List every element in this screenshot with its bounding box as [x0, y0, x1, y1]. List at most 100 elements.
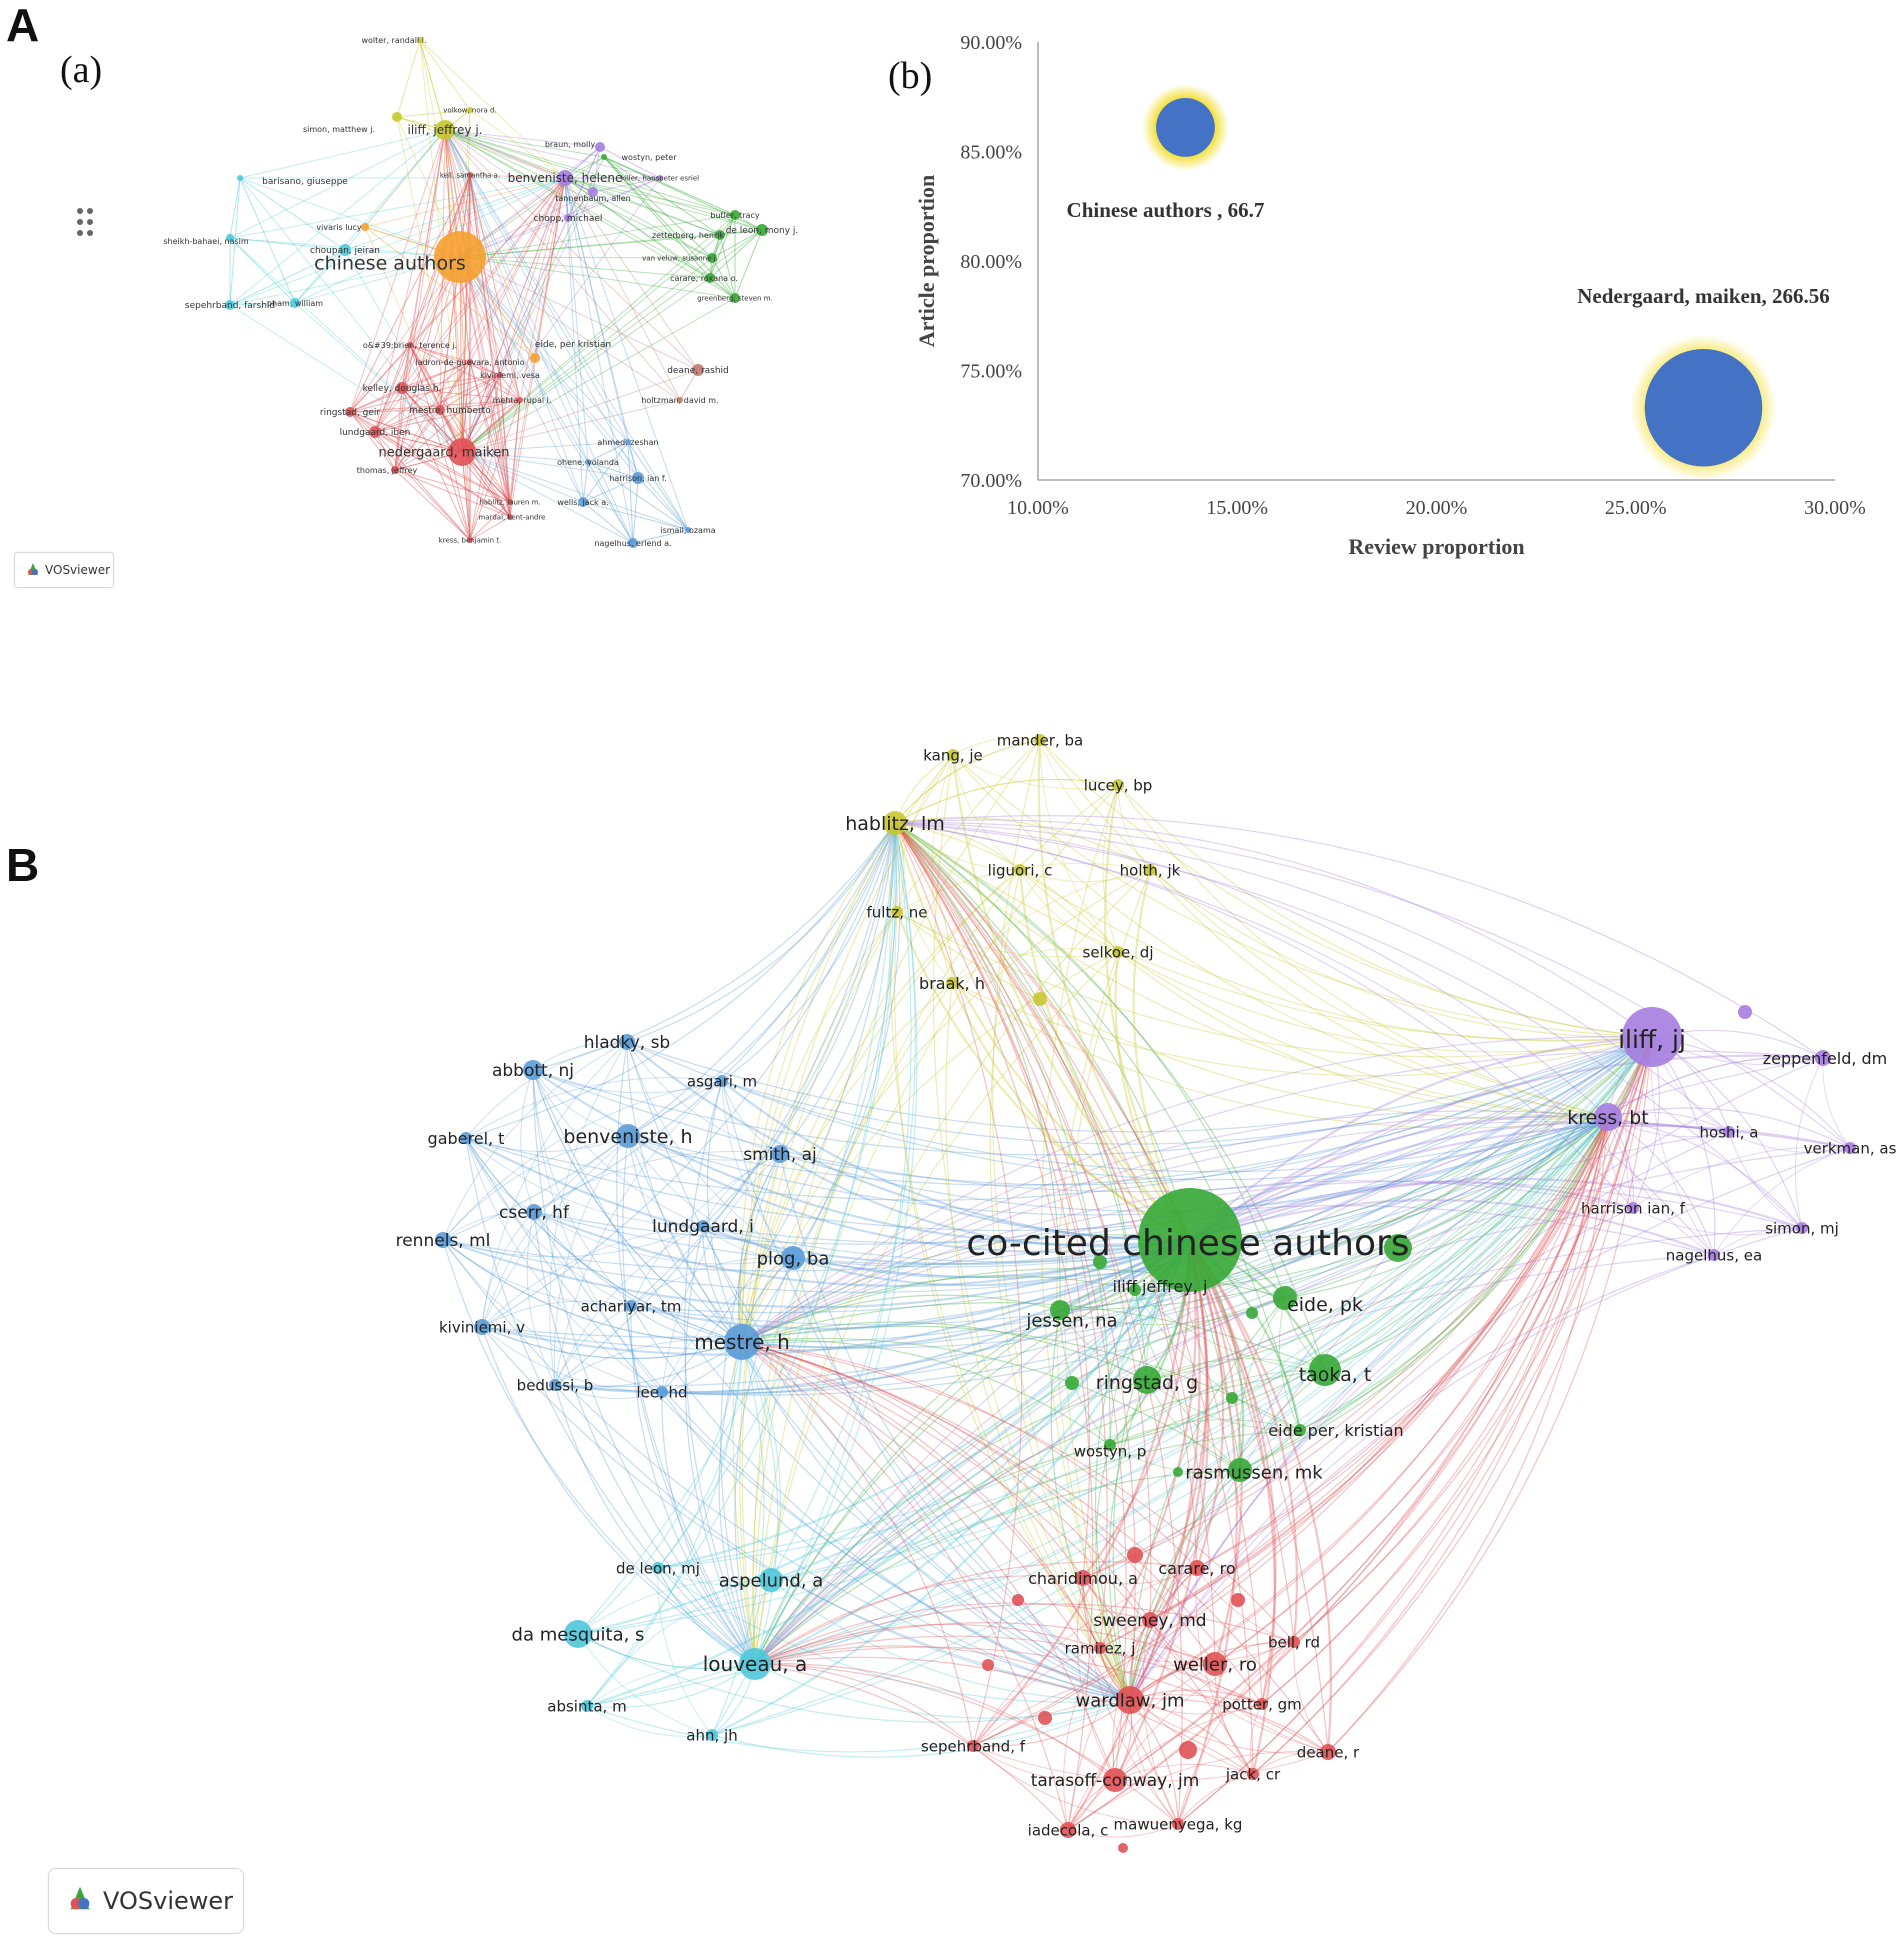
network-a-link-11 — [461, 357, 536, 453]
network-b-link-252 — [532, 822, 896, 1071]
network-a-link-24 — [396, 39, 421, 118]
network-b-link-441 — [711, 822, 912, 1736]
network-b-link-579 — [894, 822, 1094, 1831]
network-a-link-152 — [461, 361, 471, 453]
network-b-link-519 — [1129, 1239, 1208, 1701]
node-b-ahn-jh — [706, 1729, 718, 1741]
network-b-link-179 — [1607, 1056, 1824, 1118]
network-b-link-211 — [1189, 1181, 1634, 1242]
network-a-link-295 — [461, 399, 681, 453]
network-b-link-556 — [1252, 1751, 1329, 1775]
network-b-link-128 — [1019, 869, 1609, 1118]
network-b-link-73 — [1095, 1444, 1131, 1701]
node-b-zeppenfeld-dm — [1815, 1050, 1831, 1066]
node-a-choupan-jeiran — [339, 244, 351, 256]
network-b-link-135 — [754, 869, 1151, 1665]
vosviewer-badge[interactable]: VOSviewer — [48, 1868, 244, 1934]
node-a-label-lundgaard-iben: lundgaard, iben — [340, 428, 411, 438]
network-b-link-218 — [1632, 1207, 1803, 1236]
vosviewer-badge-small[interactable]: VOSviewer — [14, 552, 114, 588]
network-b-link-386 — [554, 1384, 663, 1399]
network-a-link-332 — [632, 529, 689, 544]
network-a-link-142 — [294, 177, 566, 304]
network-b-link-155 — [1055, 951, 1131, 1701]
network-b-link-254 — [532, 1069, 1131, 1701]
node-b-label-sweeney-md: sweeney, md — [1093, 1611, 1206, 1631]
network-b-link-255 — [532, 1069, 723, 1094]
node-b-label-charidimou-a: charidimou, a — [1028, 1569, 1138, 1588]
network-a-link-233 — [409, 344, 471, 363]
node-b-label-carare-ro: carare, ro — [1158, 1559, 1235, 1578]
network-b-link-208 — [1129, 1147, 1851, 1701]
network-b-link-516 — [972, 1663, 1216, 1747]
network-b-link-385 — [554, 1384, 1131, 1701]
node-b-fultz-ne — [891, 906, 903, 918]
network-b-link-480 — [1149, 1619, 1263, 1705]
node-a-ismail-ozama — [685, 527, 691, 533]
drag-handle-icon[interactable] — [77, 208, 93, 236]
node-a-mehta-rupal-i — [517, 397, 523, 403]
node-b-label-iadecola-c: iadecola, c — [1028, 1821, 1109, 1839]
network-b-link-225 — [1129, 1227, 1803, 1701]
network-a-link-57 — [444, 129, 569, 219]
network-a-link-320 — [637, 477, 689, 531]
network-a-link-140 — [294, 302, 463, 453]
network-b-link-487 — [754, 1623, 1101, 1665]
node-b-plog-ba — [781, 1246, 805, 1270]
network-b-link-539 — [972, 1239, 1192, 1747]
network-b-link-276 — [465, 1036, 1653, 1201]
node-a-de-leon-mony-j — [756, 224, 768, 236]
network-b-link-507 — [1177, 1641, 1295, 1825]
node-b-label-hablitz-lm: hablitz, lm — [845, 813, 945, 835]
node-a-label-harrison-ian-f: harrison, ian f. — [609, 474, 666, 483]
network-a-link-104 — [459, 256, 736, 299]
y-tick-label: 85.00% — [960, 142, 1022, 164]
network-a-link-313 — [587, 461, 689, 531]
network-b-link-454 — [1082, 1577, 1263, 1705]
network-b-link-214 — [754, 1207, 1634, 1665]
node-b-label-mawuenyega-kg: mawuenyega, kg — [1114, 1815, 1243, 1833]
network-b-link-470 — [1067, 1567, 1198, 1831]
network-b-link-53 — [754, 1379, 1148, 1665]
network-b-link-13 — [754, 1289, 1136, 1665]
node-a-zetterberg-henrik — [715, 230, 725, 240]
network-b-link-395 — [657, 1036, 1653, 1569]
network-b-link-70 — [754, 1444, 1111, 1665]
network-a-link-200 — [374, 431, 511, 503]
node-a-label-mardal-kent-andre: mardal, kent-andre — [478, 513, 545, 521]
node-b-label-louveau-a: louveau, a — [703, 1652, 808, 1676]
network-a-link-187 — [439, 409, 511, 518]
network-b-link-210 — [1713, 1147, 1851, 1256]
node-b-mawuenyega-kg — [1172, 1818, 1184, 1830]
node-b-label-wardlaw-jm: wardlaw, jm — [1076, 1690, 1185, 1711]
network-b-link-184 — [1189, 1114, 1609, 1241]
network-b-link-261 — [532, 1069, 663, 1393]
network-b-link-459 — [1196, 1036, 1653, 1569]
network-a-link-196 — [374, 344, 411, 433]
network-b-link-169 — [1129, 1036, 1653, 1701]
network-b-link-5 — [1112, 1239, 1191, 1701]
network-b-link-380 — [554, 1036, 1653, 1387]
network-b-link-328 — [442, 1116, 1609, 1293]
network-b-link-83 — [1039, 739, 1653, 1038]
network-b-link-86 — [894, 739, 1041, 824]
network-b-link-181 — [1607, 1056, 1824, 1118]
network-a-link-46 — [592, 146, 601, 193]
bubble-label: Nedergaard, maiken, 266.56 — [1577, 284, 1830, 308]
network-a-link-91 — [459, 256, 713, 259]
network-a-link-286 — [461, 174, 471, 453]
network-b-link-124 — [1019, 869, 1653, 1042]
network-b-link-268 — [721, 1080, 1131, 1701]
network-b-link-359 — [630, 1116, 1609, 1326]
network-a-link-136 — [229, 129, 446, 306]
network-b-link-289 — [627, 1036, 1653, 1186]
network-b-link-273 — [481, 1080, 723, 1328]
node-a-label-killer-hanspeter-esriel: killer, hanspeter esriel — [621, 174, 699, 182]
network-b-link-428 — [586, 1662, 756, 1707]
node-b-deane-r — [1320, 1744, 1336, 1760]
network-a-link-280 — [459, 256, 471, 541]
node-b-kang-je — [947, 749, 959, 761]
vosviewer-label: VOSviewer — [45, 563, 111, 577]
network-a-link-89 — [719, 234, 736, 299]
node-b-kiviniemi-v — [474, 1319, 490, 1335]
